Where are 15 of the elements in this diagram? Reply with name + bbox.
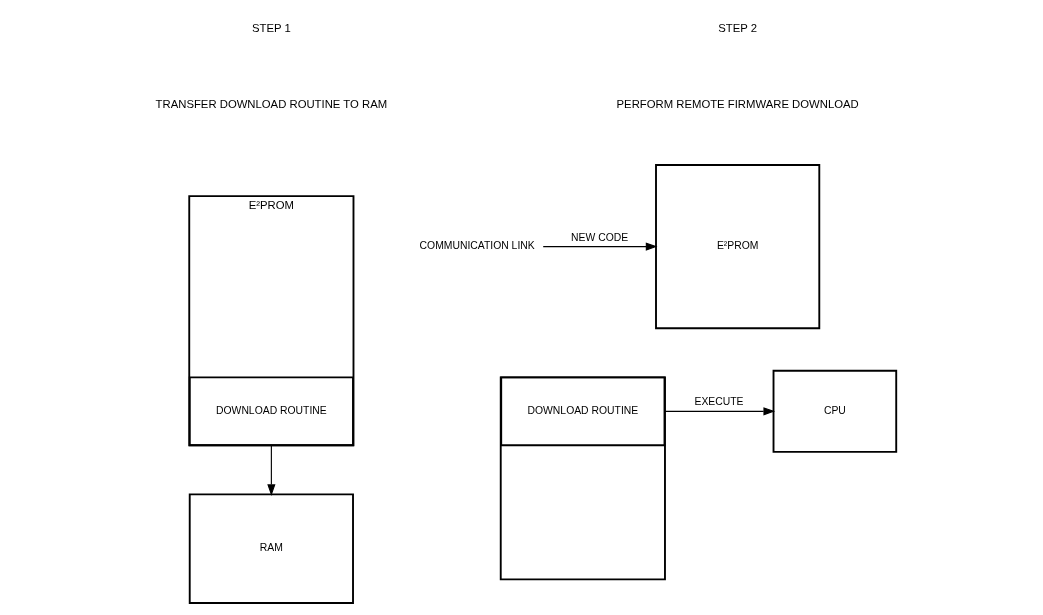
node-box: CPU	[772, 369, 898, 453]
edge-label: NEW CODE	[571, 231, 629, 243]
node-box: DOWNLOAD ROUTINE	[500, 376, 666, 447]
label: TRANSFER DOWNLOAD ROUTINE TO RAM	[155, 98, 388, 111]
arrow	[542, 242, 658, 251]
label: STEP 1	[251, 21, 291, 34]
edge-label: EXECUTE	[694, 396, 744, 408]
arrow	[267, 444, 276, 497]
node-box: E²PROM	[655, 164, 821, 330]
node-box: DOWNLOAD ROUTINE	[188, 376, 354, 447]
arrow	[664, 407, 776, 416]
node-text: COMMUNICATION LINK	[419, 240, 535, 252]
node-box: RAM	[188, 493, 354, 604]
label: STEP 2	[718, 21, 758, 34]
label: PERFORM REMOTE FIRMWARE DOWNLOAD	[616, 98, 859, 111]
